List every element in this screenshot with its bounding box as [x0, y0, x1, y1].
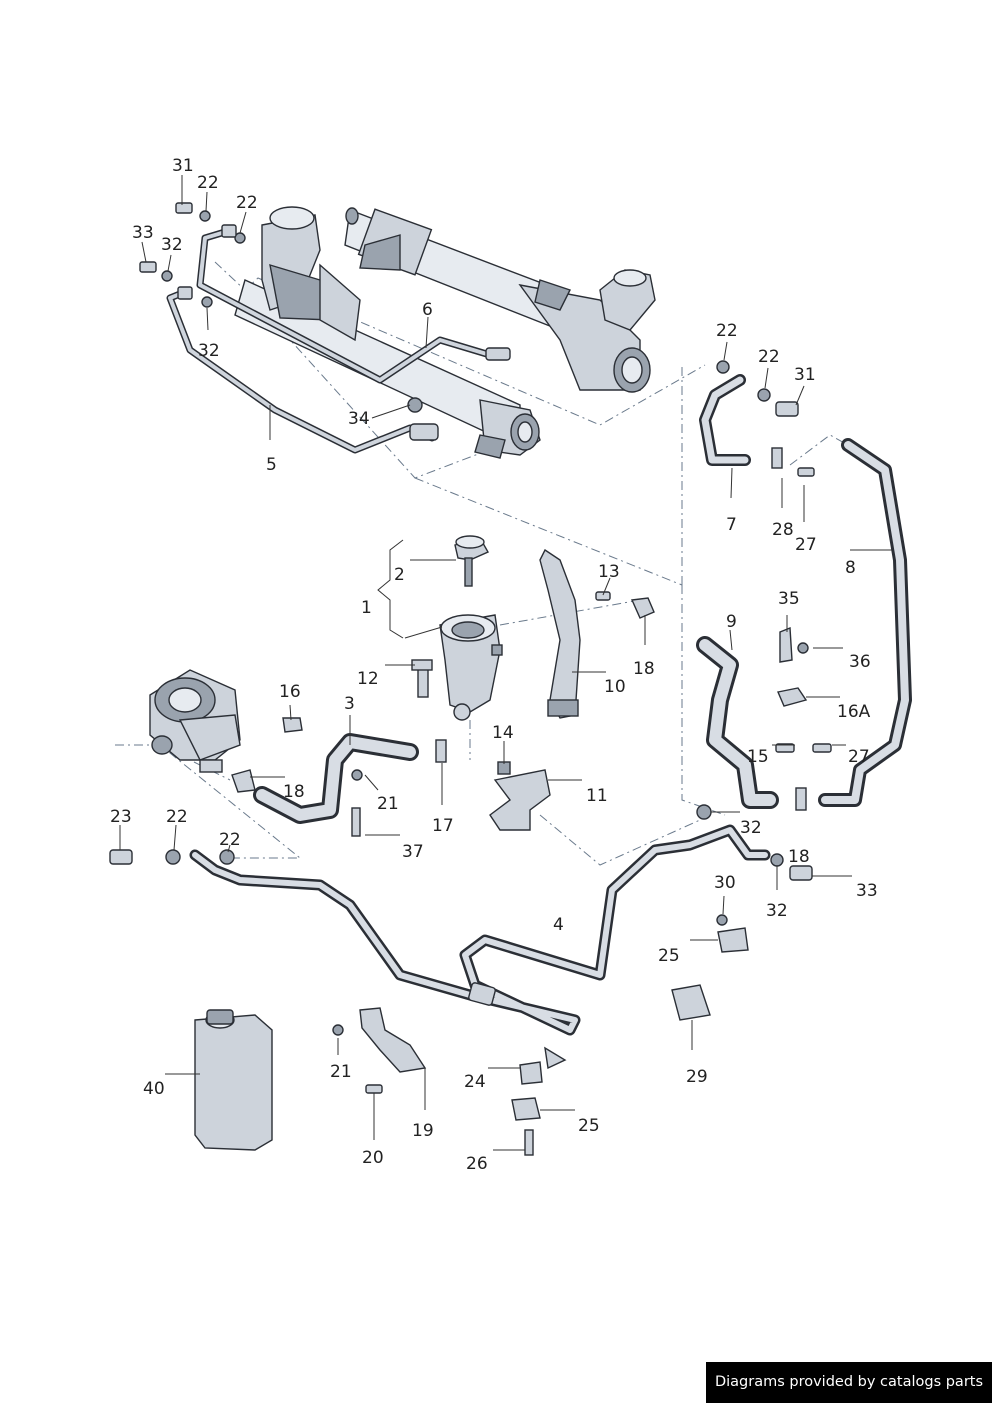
hose-8 — [795, 438, 912, 811]
footer-attribution: Diagrams provided by catalogs parts — [706, 1362, 992, 1403]
callout-22: 22 — [758, 347, 780, 367]
callout-10: 10 — [604, 677, 626, 697]
callout-7: 7 — [726, 515, 737, 535]
callout-8: 8 — [845, 558, 856, 578]
callout-27: 27 — [848, 747, 870, 767]
callout-22: 22 — [166, 807, 188, 827]
callout-33: 33 — [132, 223, 154, 243]
callout-21: 21 — [377, 794, 399, 814]
callout-22: 22 — [716, 321, 738, 341]
callout-labels: 31 22 22 33 32 32 6 34 5 22 22 31 7 28 2… — [110, 156, 878, 1174]
callout-22: 22 — [197, 173, 219, 193]
suction-hose-3 — [231, 733, 419, 824]
callout-36: 36 — [849, 652, 871, 672]
callout-6: 6 — [422, 300, 433, 320]
callout-31: 31 — [172, 156, 194, 176]
bracket-11 — [489, 769, 551, 831]
callout-33: 33 — [856, 881, 878, 901]
callout-16A: 16A — [837, 702, 871, 722]
reservoir-assembly — [439, 535, 503, 721]
callout-21: 21 — [330, 1062, 352, 1082]
callout-20: 20 — [362, 1148, 384, 1168]
callout-11: 11 — [586, 786, 608, 806]
callout-5: 5 — [266, 455, 277, 475]
hose-7 — [699, 374, 783, 469]
callout-29: 29 — [686, 1067, 708, 1087]
callout-9: 9 — [726, 612, 737, 632]
callout-22: 22 — [219, 830, 241, 850]
bracket-10 — [539, 548, 581, 719]
callout-3: 3 — [344, 694, 355, 714]
callout-32: 32 — [766, 901, 788, 921]
callout-16: 16 — [279, 682, 301, 702]
callout-18: 18 — [283, 782, 305, 802]
callout-35: 35 — [778, 589, 800, 609]
hardware-top-left — [139, 202, 246, 308]
callout-25: 25 — [578, 1116, 600, 1136]
hose-9 — [696, 636, 779, 809]
hardware-right — [671, 360, 832, 1021]
callout-24: 24 — [464, 1072, 486, 1092]
callout-19: 19 — [412, 1121, 434, 1141]
pressure-hose-4 — [189, 824, 771, 1036]
callout-32: 32 — [161, 235, 183, 255]
callout-32: 32 — [740, 818, 762, 838]
fluid-container-40 — [194, 1009, 273, 1151]
callout-17: 17 — [432, 816, 454, 836]
callout-18: 18 — [788, 847, 810, 867]
callout-2: 2 — [394, 565, 405, 585]
callout-37: 37 — [402, 842, 424, 862]
pressure-line-6 — [196, 228, 511, 384]
callout-34: 34 — [348, 409, 370, 429]
callout-25: 25 — [658, 946, 680, 966]
callout-18: 18 — [633, 659, 655, 679]
callout-22: 22 — [236, 193, 258, 213]
callout-1: 1 — [361, 598, 372, 618]
callout-14: 14 — [492, 723, 514, 743]
callout-12: 12 — [357, 669, 379, 689]
return-line-5 — [166, 288, 439, 454]
leader-lines — [119, 175, 892, 1151]
callout-13: 13 — [598, 562, 620, 582]
callout-27: 27 — [795, 535, 817, 555]
steering-rack-rear — [344, 207, 656, 393]
callout-23: 23 — [110, 807, 132, 827]
callout-15: 15 — [747, 747, 769, 767]
callout-30: 30 — [714, 873, 736, 893]
callout-26: 26 — [466, 1154, 488, 1174]
steering-rack-front — [234, 206, 541, 459]
callout-32: 32 — [198, 341, 220, 361]
callout-31: 31 — [794, 365, 816, 385]
callout-28: 28 — [772, 520, 794, 540]
steering-pump — [149, 669, 241, 773]
callout-40: 40 — [143, 1079, 165, 1099]
hardware-bottom-left — [109, 849, 567, 1156]
hardware-middle — [282, 591, 655, 837]
callout-4: 4 — [553, 915, 564, 935]
